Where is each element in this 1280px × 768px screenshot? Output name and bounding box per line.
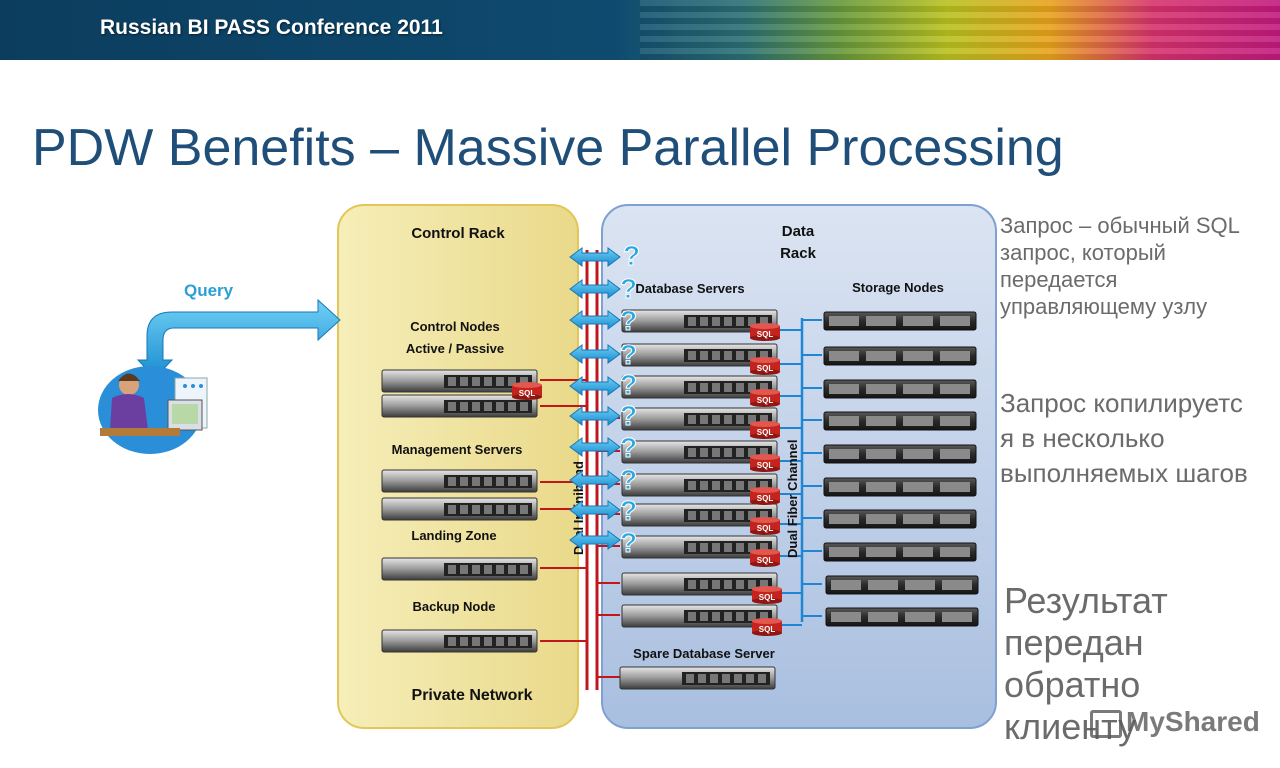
sql-label: SQL: [757, 364, 774, 373]
backup-node-server: [381, 629, 538, 653]
watermark-text: MyShared: [1126, 706, 1260, 737]
note-query: Запрос – обычный SQL запрос, который пер…: [1000, 213, 1240, 319]
user-computer-icon: [98, 366, 208, 454]
fiber-channel-lines: [780, 318, 822, 626]
database-servers-label: Database Servers: [635, 281, 744, 296]
note-compile: Запрос копилируетс я в несколько выполня…: [1000, 388, 1248, 488]
sql-label: SQL: [759, 625, 776, 634]
question-mark: ?: [623, 240, 640, 271]
storage-nodes-label: Storage Nodes: [852, 280, 944, 295]
sql-label: SQL: [757, 428, 774, 437]
landing-zone-server: [381, 557, 538, 581]
query-arrow: [136, 298, 341, 379]
question-mark: ?: [620, 464, 637, 495]
active-passive-label: Active / Passive: [406, 341, 504, 356]
management-server-1: [381, 469, 538, 493]
banner-title: Russian BI PASS Conference 2011: [100, 16, 443, 39]
data-rack-title-line2: Rack: [780, 245, 817, 262]
control-sql-label: SQL: [519, 389, 536, 398]
management-servers-label: Management Servers: [392, 442, 523, 457]
question-mark: ?: [620, 305, 637, 336]
question-mark: ?: [620, 339, 637, 370]
dual-fiber-channel-label: Dual Fiber Channel: [785, 440, 800, 558]
sql-label: SQL: [757, 330, 774, 339]
watermark: MyShared: [1090, 706, 1260, 738]
data-rack-panel: [601, 204, 997, 729]
query-label: Query: [184, 281, 234, 300]
landing-zone-label: Landing Zone: [411, 528, 496, 543]
spare-database-server: [619, 666, 776, 690]
sql-label: SQL: [757, 396, 774, 405]
question-mark: ?: [620, 369, 637, 400]
question-mark: ?: [620, 432, 637, 463]
private-network-label: Private Network: [412, 687, 533, 704]
question-mark: ?: [620, 495, 637, 526]
sql-label: SQL: [757, 494, 774, 503]
backup-node-label: Backup Node: [412, 599, 495, 614]
banner-stripes: [640, 0, 1280, 60]
data-rack-title-line1: Data: [782, 223, 815, 240]
slide-title: PDW Benefits – Massive Parallel Processi…: [32, 119, 1064, 177]
sql-label: SQL: [757, 556, 774, 565]
control-nodes-label: Control Nodes: [410, 319, 500, 334]
sql-label: SQL: [757, 461, 774, 470]
conference-banner: Russian BI PASS Conference 2011: [0, 0, 1280, 60]
question-mark: ?: [620, 527, 637, 558]
watermark-logo-icon: [1090, 709, 1122, 738]
control-rack-title: Control Rack: [411, 225, 505, 242]
question-mark: ?: [620, 273, 637, 304]
question-mark: ?: [620, 400, 637, 431]
sql-label: SQL: [759, 593, 776, 602]
spare-server-label: Spare Database Server: [633, 646, 775, 661]
sql-label: SQL: [757, 524, 774, 533]
management-server-2: [381, 497, 538, 521]
note-result: Результат передан обратно клиенту: [1004, 580, 1168, 747]
control-rack-panel: [337, 204, 579, 729]
